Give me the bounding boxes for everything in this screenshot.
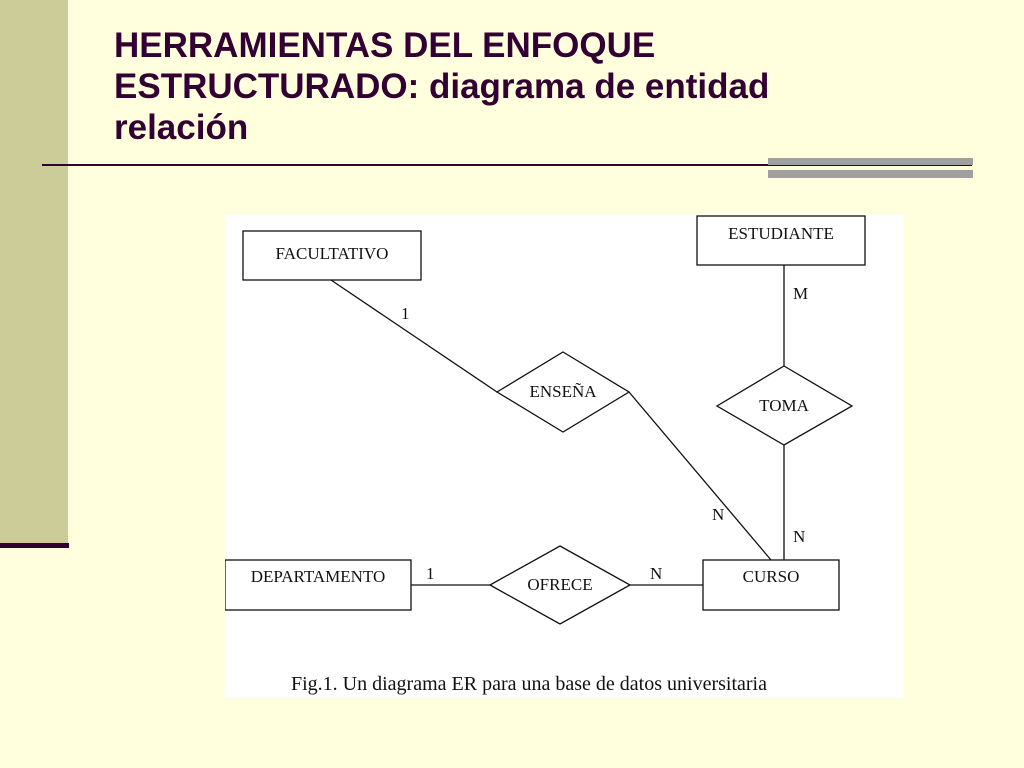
entity-departamento-label: DEPARTAMENTO — [251, 567, 386, 586]
connector-ensena-curso — [628, 391, 772, 561]
entity-curso-label: CURSO — [743, 567, 800, 586]
cardinality-ofrece-curso: N — [650, 564, 662, 583]
relationship-ofrece-diamond — [488, 545, 632, 625]
side-band — [0, 0, 68, 546]
figure-caption: Fig.1. Un diagrama ER para una base de d… — [291, 673, 767, 695]
cardinality-estudiante-toma: M — [793, 284, 808, 303]
entity-facultativo-label: FACULTATIVO — [276, 244, 389, 263]
title-line-1: HERRAMIENTAS DEL ENFOQUE — [114, 26, 656, 65]
entity-facultativo-box — [242, 230, 422, 281]
cardinality-departamento-ofrece: 1 — [426, 564, 435, 583]
cardinality-facultativo-ensena: 1 — [401, 304, 410, 323]
slide-title: HERRAMIENTAS DEL ENFOQUE ESTRUCTURADO: d… — [114, 26, 914, 149]
entity-curso-box — [702, 559, 840, 611]
entity-departamento-box — [225, 559, 412, 611]
relationship-toma-label: TOMA — [759, 396, 809, 415]
title-line-2: ESTRUCTURADO: diagrama de entidad — [114, 66, 770, 106]
cardinality-ensena-curso: N — [712, 505, 724, 524]
title-accent-bar-bottom — [768, 170, 973, 178]
relationship-ofrece-label: OFRECE — [527, 575, 592, 594]
er-diagram-svg: FACULTATIVO ESTUDIANTE DEPARTAMENTO CURS… — [225, 215, 866, 695]
relationship-toma-diamond — [715, 365, 854, 446]
title-line-3: relación — [114, 107, 249, 147]
connector-facultativo-ensena — [330, 279, 498, 393]
relationship-ensena-label: ENSEÑA — [529, 382, 597, 401]
title-accent-bar-top — [768, 158, 973, 165]
entity-estudiante-label: ESTUDIANTE — [728, 224, 834, 243]
entity-estudiante-box — [696, 215, 866, 266]
er-diagram-figure: FACULTATIVO ESTUDIANTE DEPARTAMENTO CURS… — [225, 214, 903, 698]
cardinality-toma-curso: N — [793, 527, 805, 546]
side-accent-bar — [0, 543, 69, 548]
relationship-ensena-diamond — [495, 351, 631, 433]
title-underline — [42, 164, 972, 166]
